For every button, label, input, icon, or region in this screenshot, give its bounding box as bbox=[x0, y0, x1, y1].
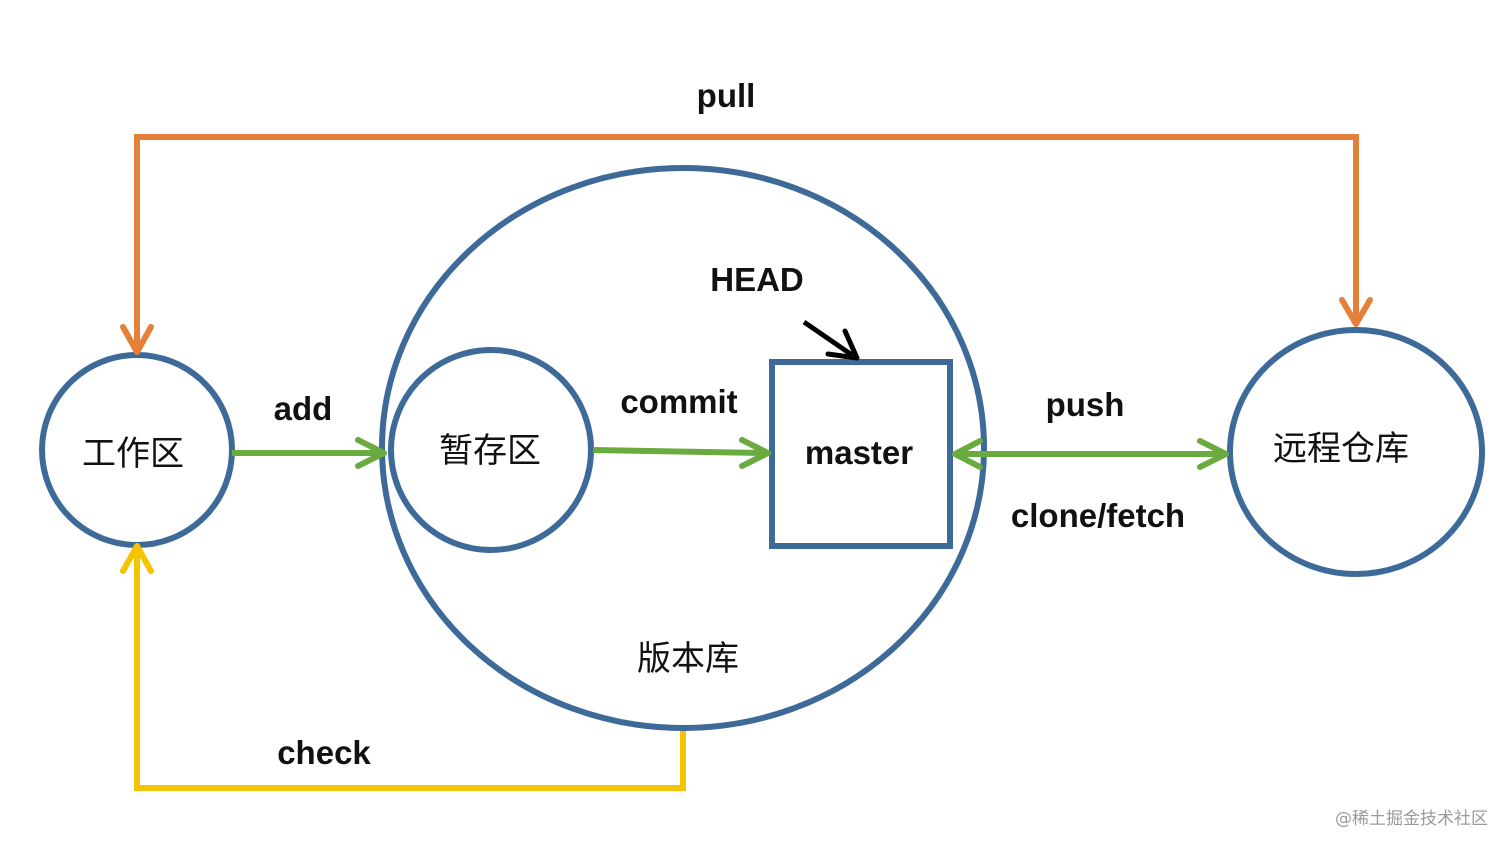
commit-arrowhead bbox=[739, 437, 771, 469]
check-arrow-line bbox=[134, 546, 686, 791]
commit-arrow-line bbox=[592, 447, 767, 456]
pull-arrowhead-left bbox=[120, 324, 154, 355]
workspace-label: 工作区 bbox=[82, 434, 184, 474]
clone-fetch-label: clone/fetch bbox=[1011, 497, 1185, 534]
commit-label: commit bbox=[620, 383, 737, 420]
remote-label: 远程仓库 bbox=[1273, 429, 1409, 469]
add-label: add bbox=[274, 390, 333, 427]
master-box bbox=[769, 359, 953, 549]
head-label: HEAD bbox=[710, 261, 804, 298]
check-arrowhead bbox=[120, 543, 154, 574]
watermark: @稀土掘金技术社区 bbox=[1335, 809, 1488, 829]
fetch-arrowhead bbox=[952, 438, 983, 470]
staging-label: 暂存区 bbox=[439, 431, 541, 471]
pull-arrow-line bbox=[134, 134, 1359, 352]
pull-label: pull bbox=[697, 77, 756, 114]
push-label: push bbox=[1046, 386, 1125, 423]
head-arrowhead bbox=[825, 328, 860, 361]
staging-circle bbox=[388, 347, 594, 553]
add-arrowhead bbox=[355, 437, 387, 469]
head-arrow-line bbox=[802, 319, 854, 358]
master-label: master bbox=[805, 434, 913, 471]
push-arrowhead bbox=[1197, 438, 1229, 470]
repository-label: 版本库 bbox=[637, 639, 739, 679]
check-label: check bbox=[277, 734, 371, 771]
pull-arrowhead-right bbox=[1339, 297, 1373, 327]
repository-ellipse bbox=[379, 165, 987, 731]
remote-ellipse bbox=[1227, 327, 1485, 577]
